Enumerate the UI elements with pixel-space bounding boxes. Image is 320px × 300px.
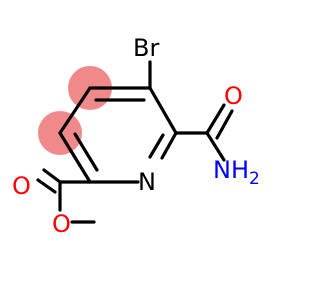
bond-amide-c-o-double <box>215 109 234 140</box>
bond-amide-c-o <box>205 103 226 135</box>
bond-double-inner-left <box>73 132 99 172</box>
amide-nitrogen-text: NH <box>213 156 249 184</box>
ester-oxygen-label: O <box>52 210 71 238</box>
amide-nitrogen-subscript: 2 <box>249 169 260 189</box>
amide-nitrogen-label: NH2 <box>213 156 260 189</box>
ring-nitrogen-label: N <box>138 168 156 196</box>
bond-c3-c4-left <box>58 86 92 135</box>
amide-oxygen-label: O <box>224 82 243 110</box>
bond-c5-c6 <box>160 131 178 160</box>
molecule-structure: Br N O NH2 O O <box>12 34 260 238</box>
bond-double-inner-right <box>148 133 165 159</box>
bond-ester-c-o <box>42 168 62 184</box>
bond-c2-c3 <box>58 131 92 184</box>
bond-ester-c-o-double <box>36 178 57 194</box>
bond-amide-c-n <box>205 131 226 162</box>
bromine-label: Br <box>133 34 159 62</box>
bond-c4-c5 <box>148 86 178 135</box>
ester-carbonyl-oxygen-label: O <box>12 172 31 200</box>
